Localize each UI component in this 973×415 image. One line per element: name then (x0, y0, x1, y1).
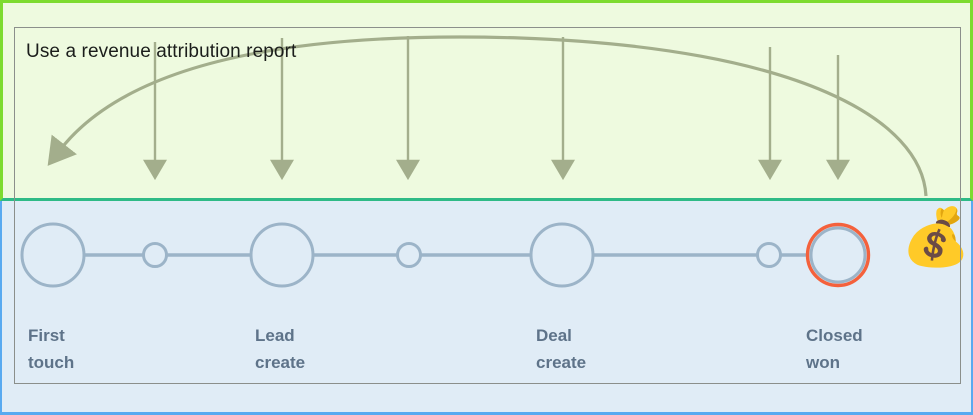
closed-won-highlight-ring (805, 222, 871, 288)
funnel-node-first-touch[interactable] (20, 222, 86, 288)
funnel-node-deal-create[interactable] (529, 222, 595, 288)
stage-label-deal-create: Deal create (536, 326, 587, 372)
money-bag-icon: 💰 (901, 205, 971, 268)
stage-label-closed-won: Closed won (806, 326, 863, 372)
funnel-stages-layer (20, 222, 871, 288)
stage-label-first-touch: First touch (28, 326, 75, 372)
funnel-node-closed-won[interactable] (809, 226, 867, 284)
attribution-band (0, 0, 973, 201)
funnel-node-minor-3[interactable] (756, 242, 782, 268)
funnel-node-minor-2[interactable] (396, 242, 422, 268)
page-title: Use a revenue attribution report (26, 41, 297, 62)
stage-label-lead-create: Lead create (255, 326, 306, 372)
funnel-node-lead-create[interactable] (249, 222, 315, 288)
funnel-band (0, 201, 973, 415)
funnel-node-minor-1[interactable] (142, 242, 168, 268)
